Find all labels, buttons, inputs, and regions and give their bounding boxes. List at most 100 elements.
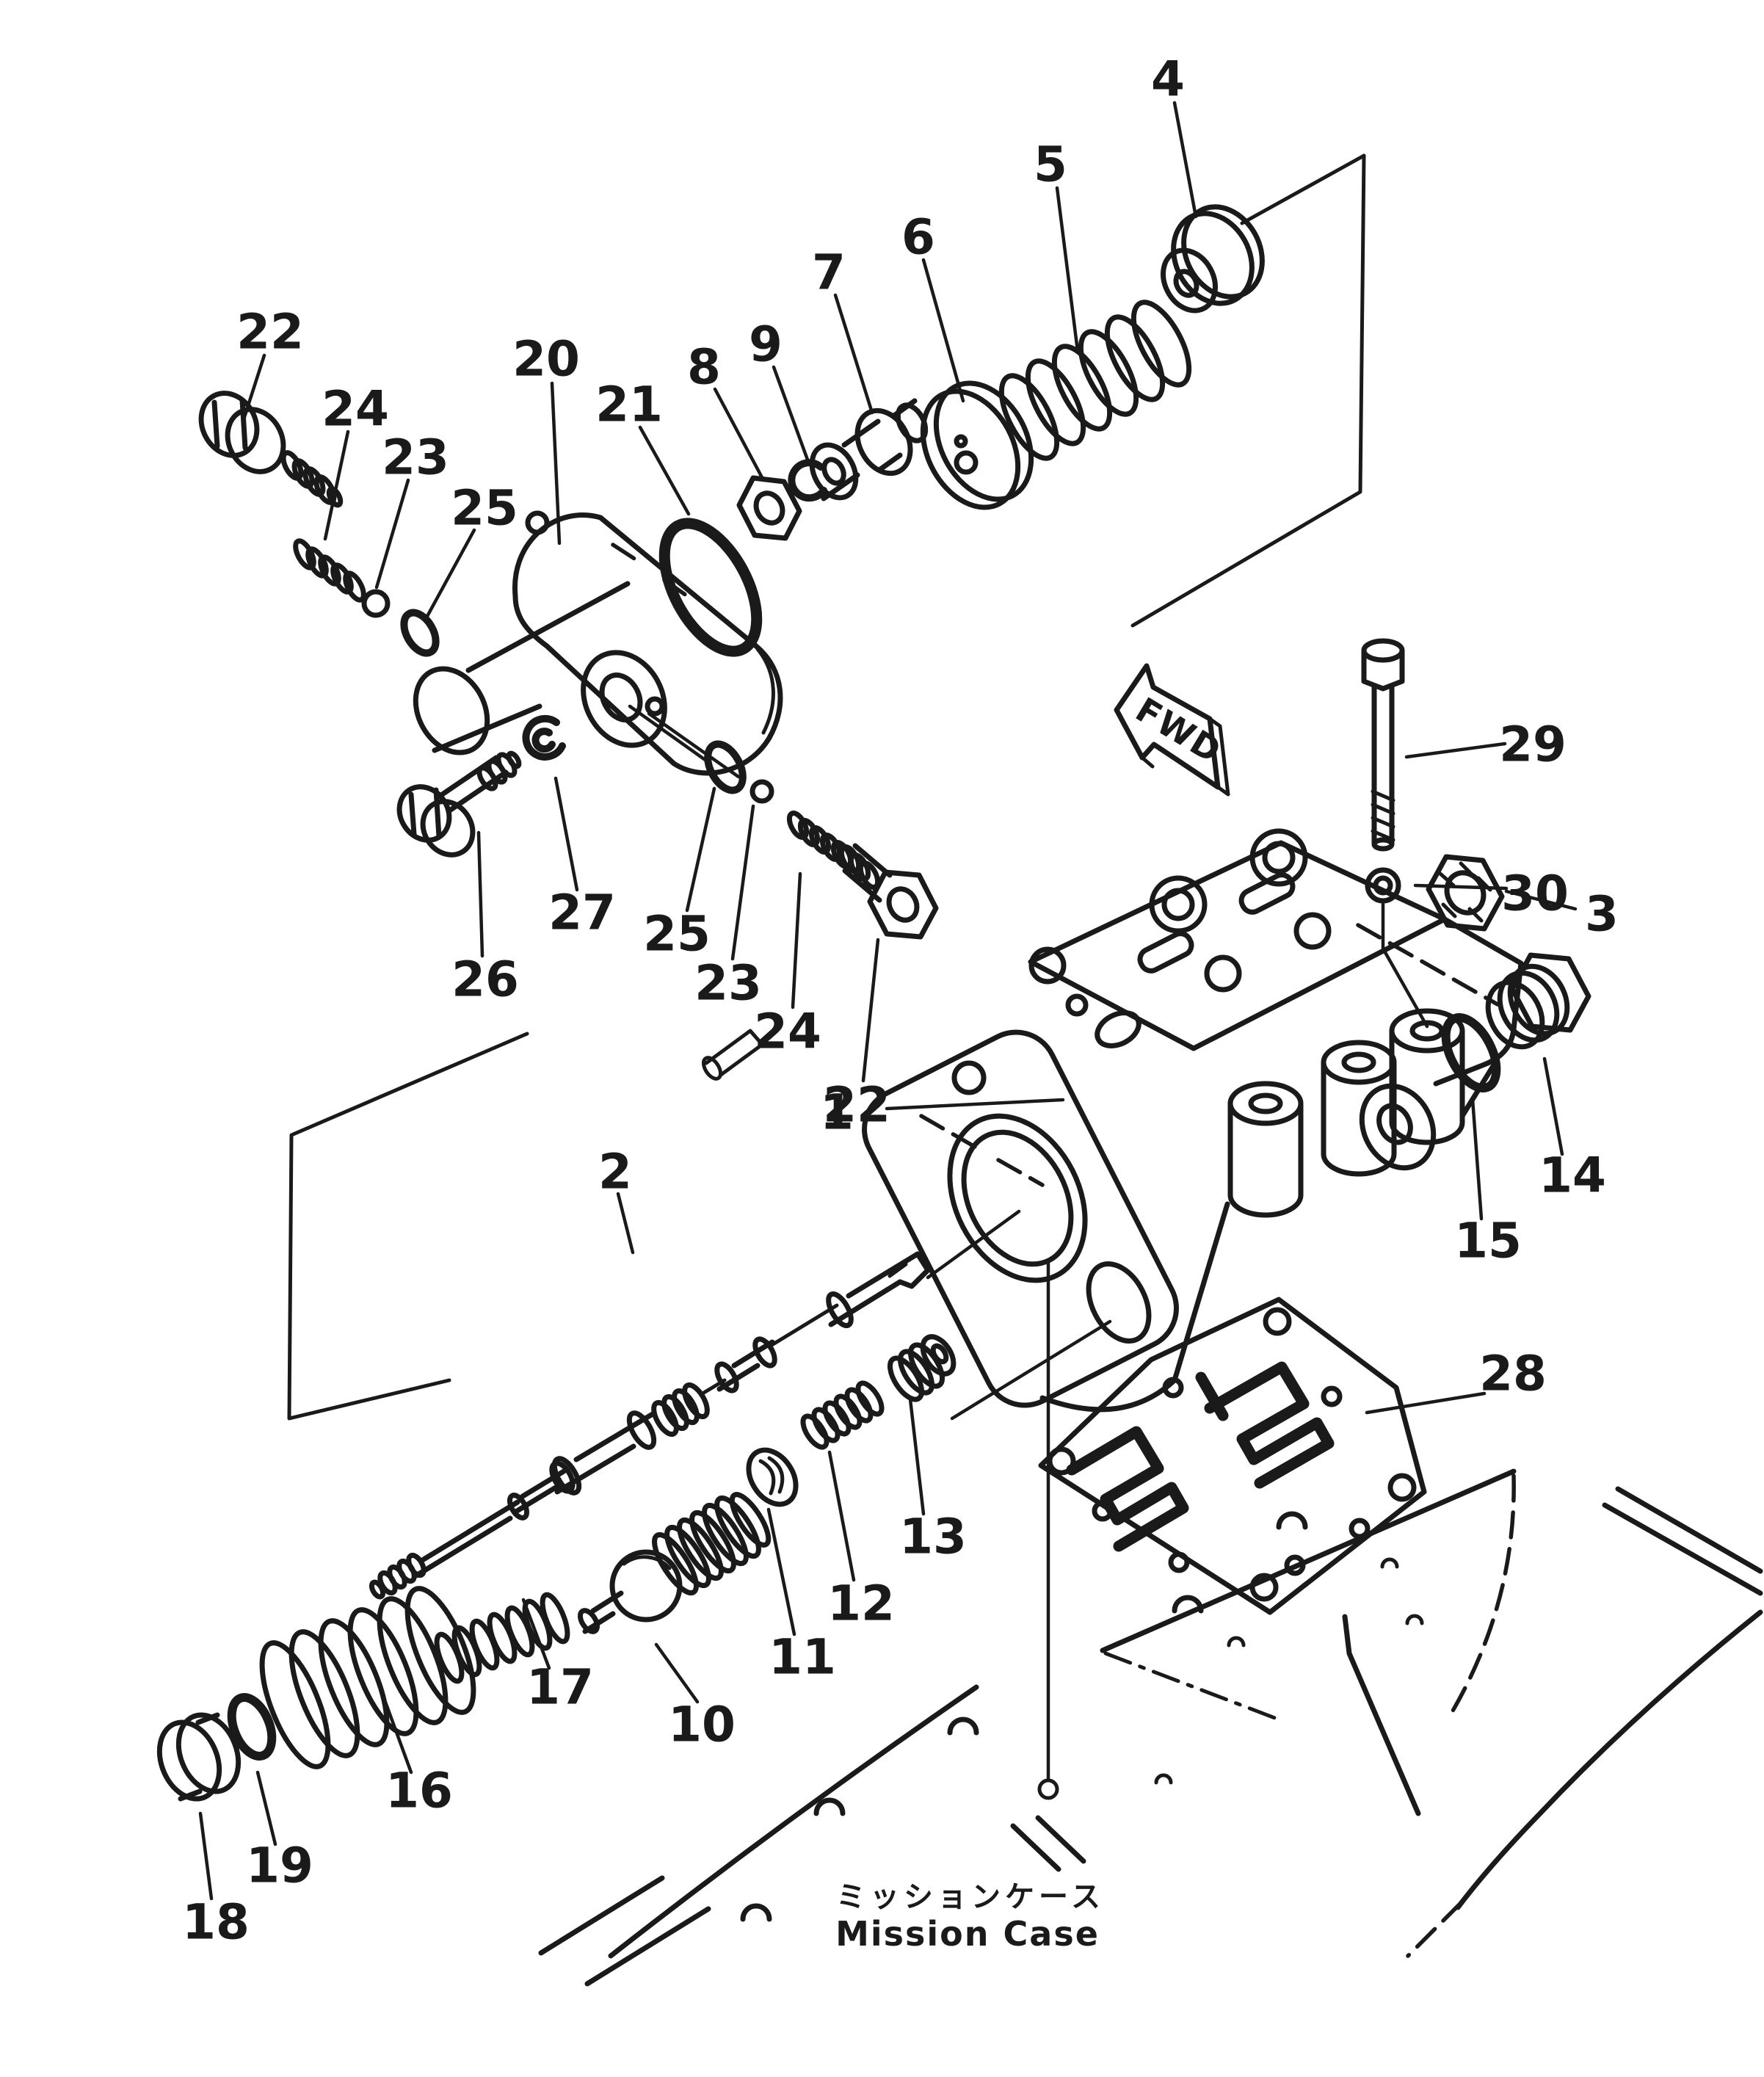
oring-19 [227, 1693, 277, 1761]
part-label-26: 26 [451, 951, 519, 1008]
leader-line-22a [242, 353, 266, 419]
leader-line-4 [1172, 101, 1198, 219]
spring-16 [259, 1586, 476, 1769]
leader-line-8 [713, 387, 766, 482]
case-hole [1405, 1614, 1424, 1625]
cover-cylinder-face [413, 666, 490, 755]
spring-5 [998, 300, 1192, 461]
leader-line-3 [1504, 889, 1578, 911]
part-label-15: 15 [1454, 1213, 1522, 1269]
valve-body-1 [862, 828, 1524, 1413]
part-label-1: 1 [820, 1084, 854, 1141]
gasket-meander-right [1204, 1361, 1335, 1489]
part-label-22a: 22 [236, 304, 304, 360]
part-label-27: 27 [548, 885, 616, 941]
part-label-16: 16 [385, 1763, 453, 1819]
gasket-28 [1038, 1297, 1427, 1615]
piston-10 [577, 1492, 772, 1634]
case-hole [1380, 1557, 1399, 1569]
leader-line-20 [550, 381, 562, 545]
flange-slot [1137, 931, 1194, 974]
leader-line-17 [521, 1598, 551, 1670]
cap-4 [1161, 204, 1265, 313]
spring-12 [800, 1380, 885, 1450]
leader-line-27 [553, 776, 579, 892]
leader-line-24b [791, 871, 802, 1009]
case-hole [1227, 1636, 1246, 1648]
part-label-4: 4 [1151, 51, 1185, 108]
part-label-14: 14 [1539, 1148, 1606, 1204]
leader-line-29 [1404, 742, 1507, 759]
leader-line-13 [908, 1397, 926, 1516]
part-label-8: 8 [687, 339, 721, 396]
case-hole [1276, 1511, 1308, 1530]
leader-line-28 [1365, 1391, 1487, 1415]
leader-line-23a [374, 478, 410, 590]
part-label-22b: 22 [823, 1077, 890, 1134]
leader-line-25b [685, 786, 716, 913]
case-hole [947, 1717, 979, 1736]
cover-20 [413, 510, 783, 779]
part-label-24a: 24 [322, 381, 389, 438]
leader-line-9 [772, 365, 810, 462]
bolt-22-upper [198, 391, 344, 508]
part-label-28: 28 [1479, 1346, 1547, 1402]
part-label-9: 9 [749, 316, 783, 373]
part-label-21: 21 [595, 377, 663, 433]
plug-14 [1485, 952, 1591, 1050]
part-label-3: 3 [1585, 886, 1619, 943]
part-label-7: 7 [812, 244, 846, 301]
part-label-19: 19 [246, 1838, 313, 1894]
panel-frame-left [287, 1032, 529, 1421]
leader-line-18 [198, 1811, 214, 1901]
cover-ear-hole [525, 510, 550, 535]
leader-line-11 [766, 1507, 796, 1636]
nut-8 [736, 475, 802, 541]
mount-leader [1037, 1258, 1059, 1800]
leader-line-23b [730, 804, 755, 961]
part-label-11: 11 [769, 1629, 836, 1686]
bolt-29-leader [1381, 902, 1429, 1029]
oring-25-lower [704, 740, 747, 794]
caption-english: Mission Case [835, 1914, 1100, 1954]
part-label-29: 29 [1499, 717, 1567, 773]
leader-line-12 [827, 1450, 856, 1582]
flange-hole [1293, 912, 1332, 950]
case-hole [813, 1797, 846, 1816]
cover-pin-hole [645, 696, 665, 717]
part-label-18: 18 [182, 1894, 250, 1951]
spool-2 [369, 1251, 931, 1600]
face-ear-hole [951, 1060, 987, 1095]
side-port [1359, 1083, 1437, 1171]
leader-line-2 [616, 1192, 635, 1255]
screw-plug-13 [888, 1334, 957, 1402]
part-label-23a: 23 [382, 429, 449, 486]
front-port [1086, 1261, 1152, 1344]
part-label-24b: 24 [754, 1004, 821, 1060]
part-label-25b: 25 [643, 906, 711, 963]
caption-japanese: ミッションケース [836, 1880, 1105, 1914]
case-hole [1154, 1773, 1173, 1785]
cover-boss-hole [599, 673, 643, 722]
flange-hole [1095, 1010, 1141, 1048]
body-front-face [862, 1029, 1179, 1408]
piston-assembly-line [950, 1319, 1112, 1421]
leader-line-26 [476, 830, 484, 958]
bolt-26 [396, 750, 522, 858]
leader-line-24a [323, 429, 350, 541]
mission-case [538, 1468, 1763, 1987]
part-label-10: 10 [668, 1697, 736, 1753]
flange-ear [1249, 828, 1308, 887]
spool-assembly-line [926, 1209, 1021, 1280]
flange-hole [1028, 946, 1067, 985]
part-label-25a: 25 [451, 480, 518, 537]
cover-boss [581, 650, 667, 748]
bolt-22-lower [838, 843, 939, 940]
main-bore [947, 1113, 1088, 1283]
snap-washer-27 [522, 714, 566, 761]
leader-line-5 [1055, 186, 1080, 353]
part-label-23b: 23 [694, 955, 762, 1012]
plug-11 [746, 1447, 799, 1507]
leader-line-16 [381, 1694, 413, 1775]
